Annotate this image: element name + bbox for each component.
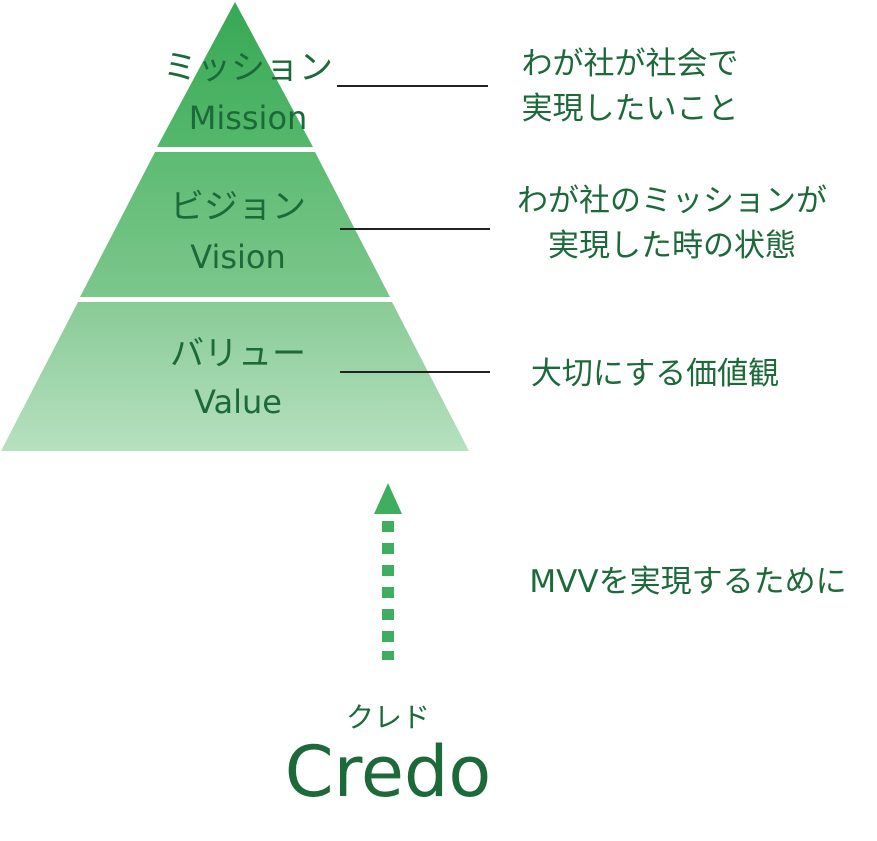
- dashed-up-arrow-icon: [374, 483, 402, 660]
- vision-label-jp: ビジョン: [170, 187, 306, 227]
- mission-description-line-1: わが社が社会で: [522, 46, 739, 82]
- pyramid-tier-value: [1, 302, 469, 451]
- vision-description-line-2: 実現した時の状態: [548, 228, 796, 264]
- credo-title: Credo: [285, 731, 491, 813]
- credo-ruby: クレド: [346, 701, 430, 734]
- value-label-jp: バリュー: [170, 334, 306, 374]
- mission-label-en: Mission: [189, 99, 308, 137]
- mission-label-jp: ミッション: [163, 48, 333, 88]
- pyramid-tier-mission: [157, 2, 313, 147]
- mission-description-line-2: 実現したいこと: [522, 91, 739, 127]
- pyramid-tier-vision: [80, 152, 390, 297]
- value-description: 大切にする価値観: [531, 356, 779, 392]
- vision-description-line-1: わが社のミッションが: [517, 183, 827, 219]
- arrow-caption: MVVを実現するために: [529, 564, 846, 600]
- vision-label-en: Vision: [190, 238, 286, 276]
- value-label-en: Value: [194, 383, 282, 421]
